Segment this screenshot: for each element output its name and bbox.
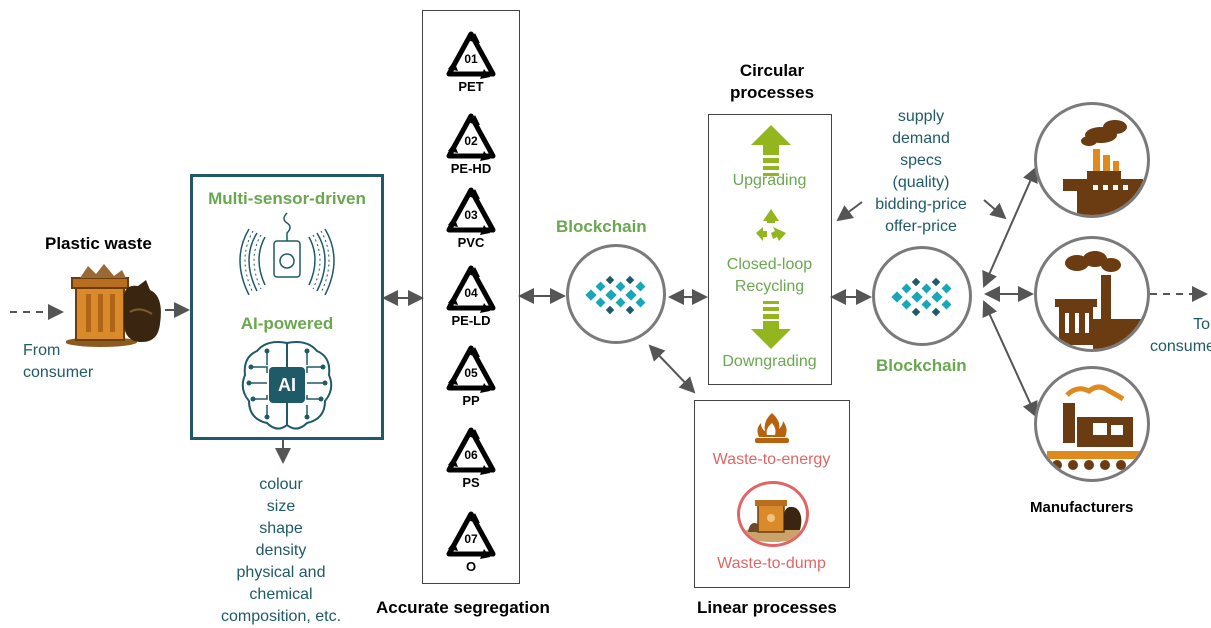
linear-box: Waste-to-energy Waste-to-dump (694, 400, 850, 588)
code-number: 03 (464, 208, 478, 222)
factory-icon (1047, 384, 1143, 470)
from-label-line1: From (23, 342, 61, 359)
blockchain-left-node (566, 244, 666, 344)
market-info-item: supply (897, 108, 945, 125)
recycling-code-icon (446, 113, 496, 161)
sensor-icon (237, 211, 337, 300)
property-item: size (266, 498, 296, 515)
blockchain-right-label: Blockchain (876, 356, 967, 375)
code-label: PE-HD (450, 161, 492, 176)
recycling-code-icon (446, 345, 496, 393)
recycling-code-icon (446, 427, 496, 475)
ai-chip-label: AI (278, 375, 296, 395)
blockchain-linear-arrow (648, 344, 696, 394)
segregation-title: Accurate segregation (376, 598, 550, 617)
code-label: PE-LD (451, 313, 491, 328)
market-info-item: demand (892, 130, 950, 147)
blockchain-factory1-arrow (982, 166, 1038, 288)
trash-bin-icon (65, 262, 166, 353)
circular-title-line2: processes (729, 83, 815, 102)
recycling-code-icon (446, 265, 496, 313)
factory-3 (1034, 366, 1150, 482)
from-label-line2: consumer (23, 364, 94, 381)
from-consumer-label: From consumer (23, 340, 93, 384)
code-label: PP (462, 393, 480, 408)
recycling-code-pet: 01 PET (436, 29, 506, 94)
property-item: chemical (249, 586, 313, 603)
code-label: PS (462, 475, 480, 490)
code-label: PVC (457, 235, 485, 250)
down-arrow-icon (751, 301, 791, 349)
circular-title: Circular processes (714, 60, 830, 104)
ai-powered-title: AI-powered (240, 314, 334, 333)
recycling-label-line2: Recycling (734, 278, 805, 295)
recycling-label-line1: Closed-loop (726, 256, 813, 273)
factory-icon (1063, 120, 1143, 215)
recycling-code-pvc: 03 PVC (436, 185, 506, 250)
plastic-waste-title: Plastic waste (45, 234, 152, 253)
code-number: 04 (464, 286, 478, 300)
property-item: composition, etc. (220, 608, 342, 625)
property-item: shape (259, 520, 303, 537)
market-out-arrow (983, 199, 1007, 220)
circular-box: Upgrading Closed-loop Recycling Downgrad… (708, 114, 832, 385)
factory-1 (1034, 102, 1150, 218)
multi-sensor-title: Multi-sensor-driven (208, 189, 366, 208)
ai-brain-icon: AI (237, 337, 337, 438)
upgrading-label: Upgrading (732, 172, 807, 189)
property-item: physical and (236, 564, 326, 581)
sensor-ai-box: Multi-sensor-driven AI-powered (190, 174, 384, 440)
market-info-item: bidding-price (875, 196, 967, 213)
code-number: 02 (464, 134, 478, 148)
recycling-code-icon (446, 511, 496, 559)
code-label: O (465, 559, 477, 574)
code-number: 07 (464, 532, 478, 546)
market-in-arrow (836, 201, 863, 222)
waste-to-energy-label: Waste-to-energy (712, 451, 831, 468)
to-label-line1: To (1193, 316, 1210, 333)
recycling-code-peld: 04 PE-LD (436, 263, 506, 328)
waste-to-dump-label: Waste-to-dump (717, 555, 826, 572)
recycling-code-other: 07 O (436, 509, 506, 574)
segregation-box: 01 PET 02 PE-HD 03 PVC 04 PE-LD 05 PP 06… (422, 10, 520, 584)
recycling-code-ps: 06 PS (436, 425, 506, 490)
manufacturers-title: Manufacturers (1030, 499, 1134, 516)
property-item: density (255, 542, 307, 559)
properties-list: colour size shape density physical and c… (196, 474, 366, 628)
code-number: 01 (464, 52, 478, 66)
recycling-label: Closed-loop Recycling (709, 254, 830, 298)
up-arrow-icon (751, 125, 791, 176)
factory-icon (1055, 251, 1143, 349)
recycling-code-icon (446, 187, 496, 235)
code-number: 06 (464, 448, 478, 462)
code-number: 05 (464, 366, 478, 380)
recycling-code-pehd: 02 PE-HD (436, 111, 506, 176)
blockchain-left-label: Blockchain (556, 217, 647, 236)
linear-title: Linear processes (697, 598, 837, 617)
fire-icon (755, 413, 789, 443)
market-info-list: supply demand specs (quality) bidding-pr… (856, 106, 986, 238)
blockchain-icon (891, 277, 952, 317)
code-label: PET (458, 79, 484, 94)
recycle-icon (756, 209, 786, 241)
blockchain-right-node (872, 246, 972, 346)
downgrading-label: Downgrading (722, 353, 817, 370)
blockchain-factory3-arrow (982, 300, 1038, 418)
recycling-code-icon (446, 31, 496, 79)
market-info-item: specs (900, 152, 942, 169)
factory-2 (1034, 236, 1150, 352)
market-info-item: (quality) (892, 174, 950, 191)
to-label-line2: consumer (1150, 338, 1211, 355)
market-info-item: offer-price (885, 218, 957, 235)
recycling-code-pp: 05 PP (436, 343, 506, 408)
circular-title-line1: Circular (739, 61, 805, 80)
to-consumer-label: To consumer (1150, 314, 1211, 358)
dump-icon (737, 481, 809, 547)
blockchain-icon (585, 275, 646, 315)
property-item: colour (259, 476, 303, 493)
